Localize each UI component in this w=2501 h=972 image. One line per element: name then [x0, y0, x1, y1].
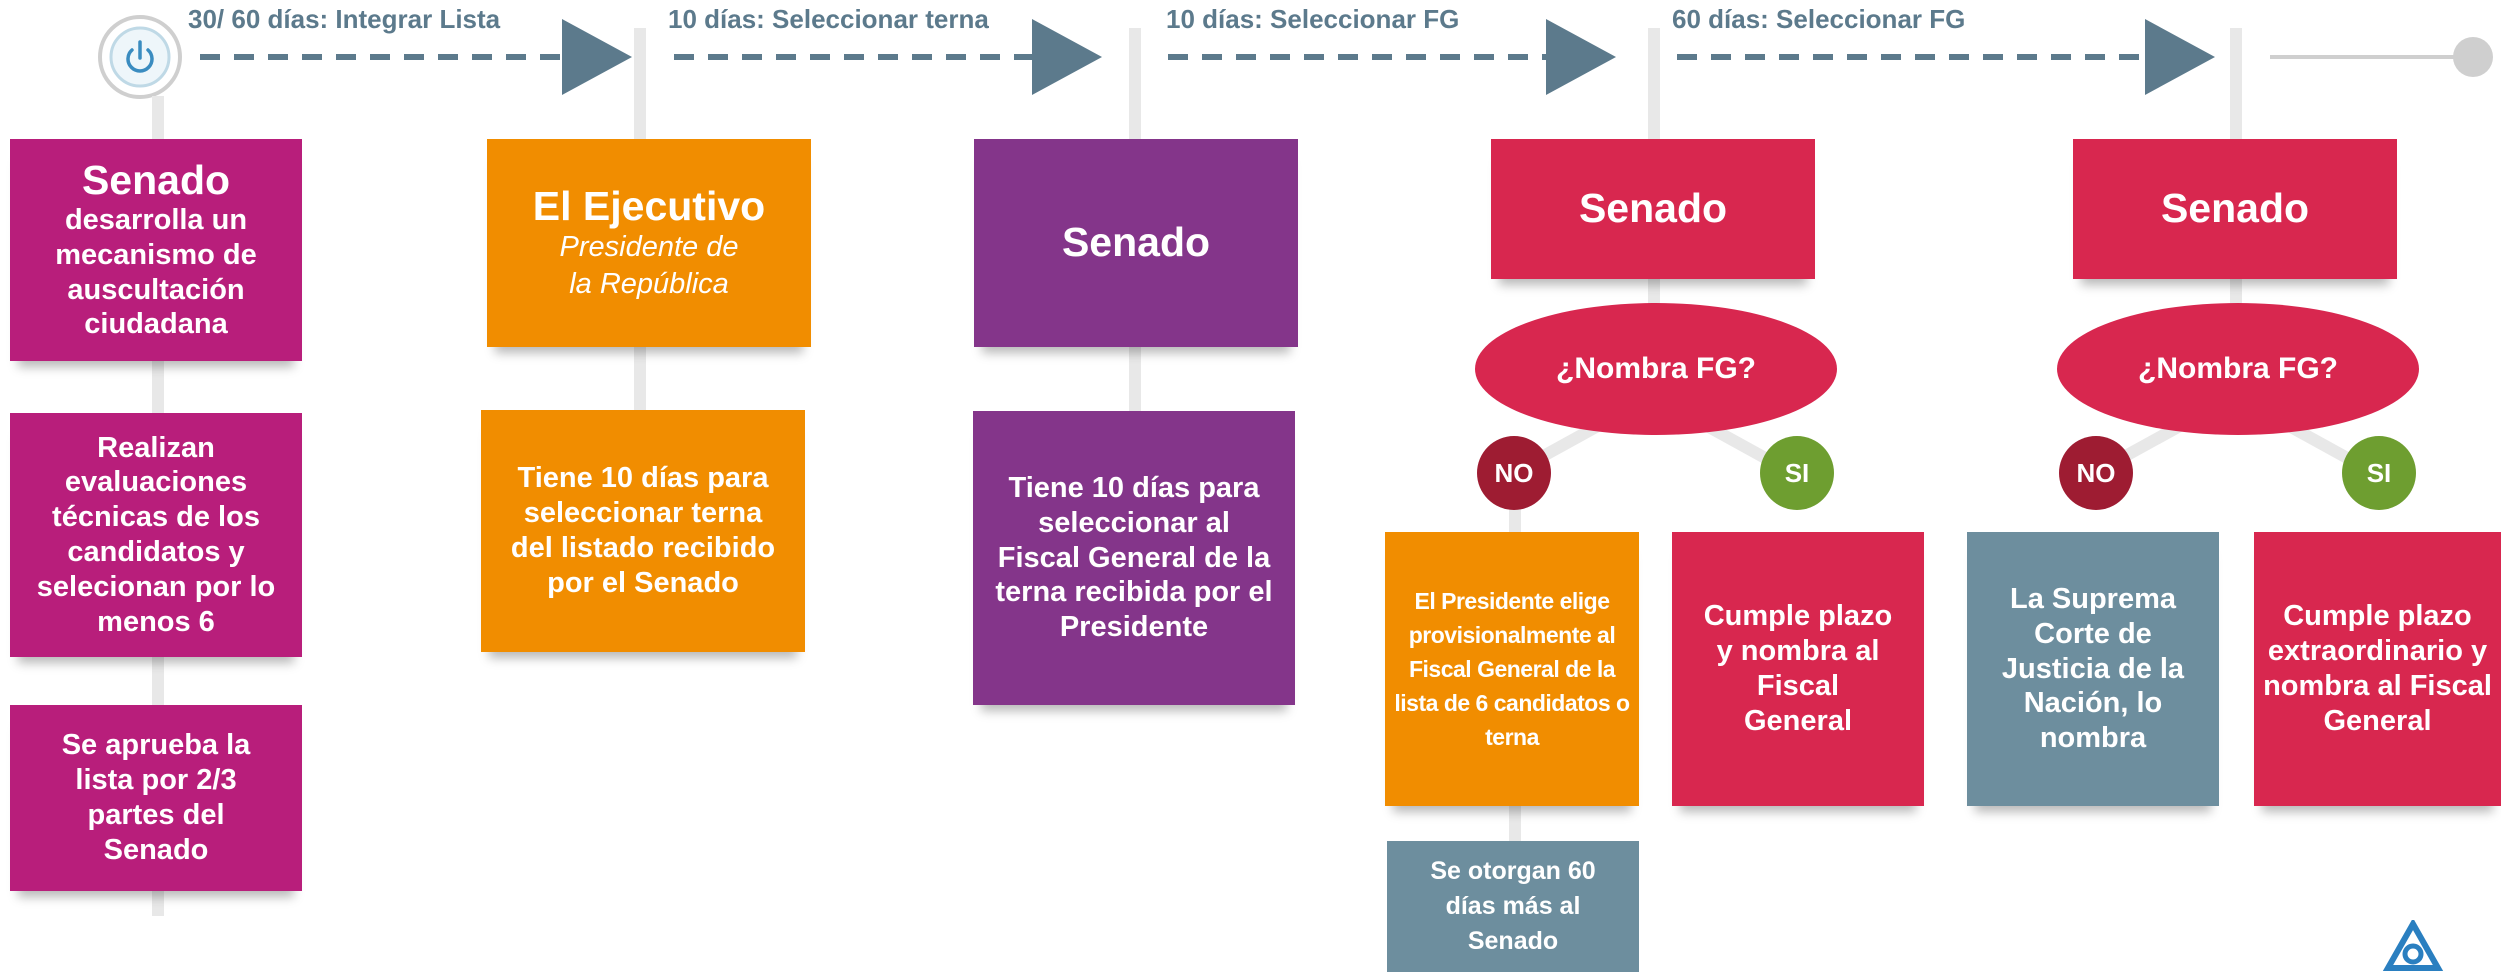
col5-no-box: La Suprema Corte de Justicia de la Nació…: [1967, 532, 2219, 806]
phase-label-2: 10 días: Seleccionar terna: [668, 4, 989, 34]
timeline-end-dot: [2453, 37, 2493, 77]
col1-senado-box: Senado desarrolla un mecanismo de auscul…: [10, 139, 302, 361]
col2-ejecutivo-box: El Ejecutivo Presidente de la República: [487, 139, 811, 347]
col4-no-badge: NO: [1477, 436, 1551, 510]
col4-no-box: El Presidente elige provisionalmente al …: [1385, 532, 1639, 806]
phase-label-1: 30/ 60 días: Integrar Lista: [188, 4, 501, 34]
phase-label-3: 10 días: Seleccionar FG: [1166, 4, 1460, 34]
col4-si-box: Cumple plazo y nombra al Fiscal General: [1672, 532, 1924, 806]
col5-senado-title: Senado: [2160, 185, 2310, 232]
col3-seleccion-box: Tiene 10 días para seleccionar al Fiscal…: [973, 411, 1295, 705]
power-icon: [126, 48, 154, 73]
timeline-arrow-3: [1546, 19, 1616, 95]
col4-question: ¿Nombra FG?: [1475, 303, 1837, 435]
col5-no-badge: NO: [2059, 436, 2133, 510]
col4-si-badge: SI: [1760, 436, 1834, 510]
col2-ejecutivo-title: El Ejecutivo: [532, 183, 766, 230]
col1-senado-body: desarrolla un mecanismo de auscultación …: [55, 203, 257, 341]
timeline-arrow-1: [562, 19, 632, 95]
col4-senado-title: Senado: [1578, 185, 1728, 232]
col3-senado-box: Senado: [974, 139, 1298, 347]
col1-evaluaciones-box: Realizan evaluaciones técnicas de los ca…: [10, 413, 302, 657]
col2-terna-box: Tiene 10 días para seleccionar terna del…: [481, 410, 805, 652]
col4-extra-box: Se otorgan 60 días más al Senado: [1387, 841, 1639, 972]
col5-senado-box: Senado: [2073, 139, 2397, 279]
logo-icon: [2382, 920, 2444, 971]
timeline-arrow-4: [2145, 19, 2215, 95]
phase-label-4: 60 días: Seleccionar FG: [1672, 4, 1966, 34]
col2-ejecutivo-subtitle: Presidente de la República: [559, 231, 739, 300]
col5-question: ¿Nombra FG?: [2057, 303, 2419, 435]
timeline-arrow-2: [1032, 19, 1102, 95]
col5-si-box: Cumple plazo extraordinario y nombra al …: [2254, 532, 2501, 806]
col1-aprueba-box: Se aprueba la lista por 2/3 partes del S…: [10, 705, 302, 891]
col3-senado-title: Senado: [1061, 219, 1211, 266]
col4-senado-box: Senado: [1491, 139, 1815, 279]
col1-senado-title: Senado: [81, 156, 231, 203]
col5-si-badge: SI: [2342, 436, 2416, 510]
timeline: [98, 15, 2493, 99]
